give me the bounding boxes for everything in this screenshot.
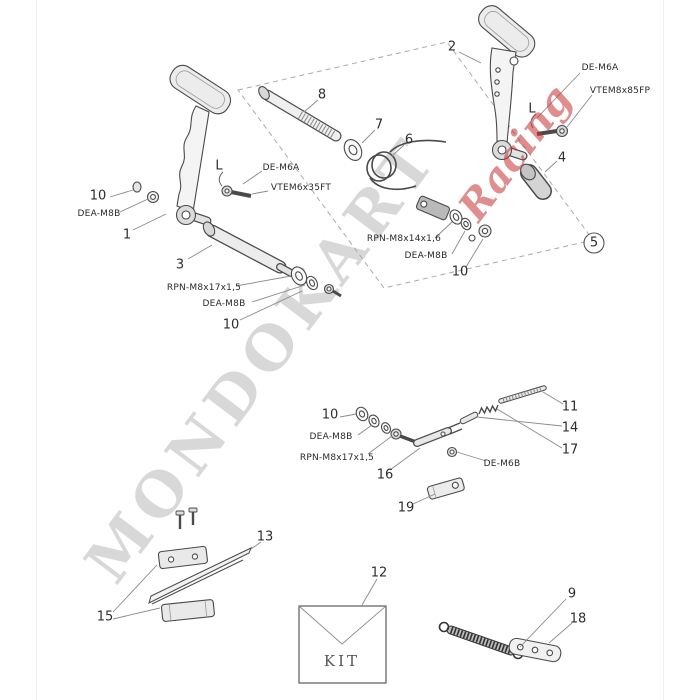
callout-11: 11 — [561, 399, 579, 415]
plate-part-18 — [508, 637, 562, 663]
part-label-dea-m8b-linkage: DEA-M8B — [309, 432, 353, 442]
callout-5: 5 — [589, 235, 599, 251]
part-label-vtem8x85fp: VTEM8x85FP — [589, 86, 651, 96]
callout-10-pedal-left: 10 — [89, 188, 107, 204]
part-label-rpn-m8x17-linkage: RPN-M8x17x1,5 — [299, 453, 375, 463]
callout-14: 14 — [561, 420, 579, 436]
part-label-de-m6a-right: DE-M6A — [581, 63, 619, 73]
callout-10-linkage: 10 — [321, 407, 339, 423]
leader-lines — [109, 51, 593, 648]
torsion-spring-part — [366, 139, 447, 191]
callout-7: 7 — [374, 117, 384, 133]
kit-envelope — [298, 605, 387, 684]
callout-18: 18 — [569, 611, 587, 627]
callout-10-pedal-right: 10 — [451, 264, 469, 280]
part-label-de-m6a-left: DE-M6A — [262, 163, 300, 173]
part-label-rpn-m8x17-axle: RPN-M8x17x1,5 — [166, 283, 242, 293]
group-dashed-box — [237, 41, 605, 289]
part-label-rpn-m8x14: RPN-M8x14x1,6 — [366, 234, 442, 244]
callout-1: 1 — [122, 227, 132, 243]
callout-l-right: L — [528, 101, 536, 117]
callout-13: 13 — [256, 529, 274, 545]
pedal-right-part — [478, 5, 536, 161]
callout-10-axle: 10 — [222, 317, 240, 333]
callout-12: 12 — [370, 565, 388, 581]
callout-15: 15 — [96, 609, 114, 625]
callout-19: 19 — [397, 500, 415, 516]
image-frame — [36, 0, 664, 700]
callout-17: 17 — [561, 442, 579, 458]
callout-4: 4 — [557, 150, 567, 166]
linkage-assembly — [355, 385, 547, 458]
washer-part-7 — [343, 139, 363, 161]
callout-3: 3 — [175, 257, 185, 273]
bracket-part-19 — [426, 477, 465, 500]
bolt-vtem8-part — [530, 113, 569, 138]
bolt-vtem6-part — [218, 171, 252, 198]
pivot-bolt-part — [258, 86, 342, 142]
part-label-dea-m8b-pedal-right: DEA-M8B — [404, 251, 448, 261]
callout-l-left: L — [215, 158, 223, 174]
callout-16: 16 — [376, 467, 394, 483]
callout-2: 2 — [447, 39, 457, 55]
part-label-dea-m8b-pedal-left: DEA-M8B — [77, 209, 121, 219]
part-label-vtem6x35ft: VTEM6x35FT — [270, 183, 332, 193]
return-spring-part — [438, 621, 524, 660]
pedal-left-part — [132, 64, 232, 226]
callout-9: 9 — [567, 586, 577, 602]
clamp-group — [148, 507, 252, 622]
spacer-cylinder-part — [520, 163, 552, 200]
kit-label: KIT — [323, 652, 361, 670]
part-label-dea-m8b-axle: DEA-M8B — [202, 299, 246, 309]
callout-6: 6 — [404, 132, 414, 148]
part-label-de-m6b: DE-M6B — [483, 459, 521, 469]
callout-8: 8 — [317, 87, 327, 103]
axle-shaft-part — [202, 221, 342, 298]
pedal-right-hardware — [415, 195, 492, 242]
